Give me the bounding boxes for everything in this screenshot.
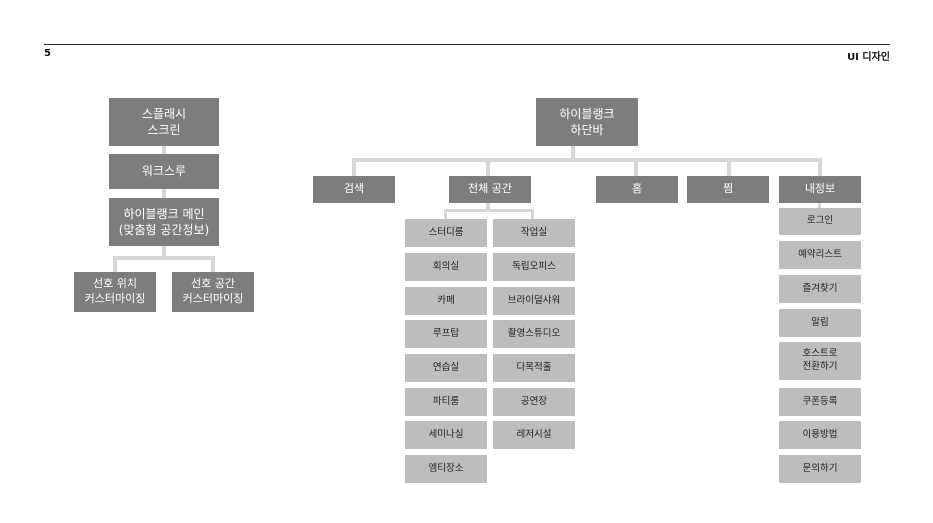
connector bbox=[352, 158, 822, 162]
connector bbox=[818, 203, 821, 208]
my-info-item-node: 쿠폰등록 bbox=[779, 388, 861, 416]
my-info-item-node: 예약리스트 bbox=[779, 241, 861, 269]
connector bbox=[634, 158, 638, 176]
connector bbox=[162, 189, 166, 198]
connector bbox=[352, 158, 356, 176]
space-node: 독립오피스 bbox=[493, 253, 575, 281]
space-node: 레저시설 bbox=[493, 421, 575, 449]
my-info-item-node: 알림 bbox=[779, 309, 861, 337]
space-node: 브라이덜샤워 bbox=[493, 287, 575, 315]
my-info-item-node: 문의하기 bbox=[779, 455, 861, 483]
tab-search-node: 검색 bbox=[313, 176, 395, 203]
connector bbox=[486, 158, 490, 176]
bottom-bar-node: 하이블랭크 하단바 bbox=[536, 98, 638, 146]
tab-home-node: 홈 bbox=[596, 176, 678, 203]
space-node: 파티룸 bbox=[405, 388, 487, 416]
walkthrough-node: 워크스루 bbox=[109, 154, 219, 189]
space-node: 스터디룸 bbox=[405, 219, 487, 247]
connector bbox=[727, 158, 731, 176]
space-node: 연습실 bbox=[405, 354, 487, 382]
my-info-item-node: 호스트로 전환하기 bbox=[779, 342, 861, 380]
header-rule bbox=[44, 44, 890, 45]
splash-screen-node: 스플래시 스크린 bbox=[109, 98, 219, 146]
custom-space-node: 선호 공간 커스터마이징 bbox=[172, 272, 254, 312]
connector bbox=[444, 209, 447, 219]
space-node: 회의실 bbox=[405, 253, 487, 281]
space-node: 카페 bbox=[405, 287, 487, 315]
my-info-item-node: 로그인 bbox=[779, 208, 861, 235]
connector bbox=[818, 158, 822, 176]
space-node: 촬영스튜디오 bbox=[493, 320, 575, 348]
tab-all-spaces-node: 전체 공간 bbox=[449, 176, 531, 203]
space-node: 다목적홀 bbox=[493, 354, 575, 382]
main-node: 하이블랭크 메인 (맞춤형 공간정보) bbox=[109, 198, 219, 246]
tab-favorites-node: 찜 bbox=[687, 176, 769, 203]
my-info-item-node: 즐겨찾기 bbox=[779, 275, 861, 303]
space-node: 작업실 bbox=[493, 219, 575, 247]
page-number: 5 bbox=[44, 48, 51, 59]
connector bbox=[211, 256, 215, 272]
connector bbox=[162, 146, 166, 154]
space-node: 세미나실 bbox=[405, 421, 487, 449]
connector bbox=[113, 256, 117, 272]
connector bbox=[113, 256, 214, 260]
connector bbox=[444, 209, 534, 212]
connector bbox=[162, 246, 166, 258]
custom-location-node: 선호 위치 커스터마이징 bbox=[74, 272, 156, 312]
my-info-item-node: 이용방법 bbox=[779, 421, 861, 449]
space-node: 엠티장소 bbox=[405, 455, 487, 483]
tab-my-info-node: 내정보 bbox=[779, 176, 861, 203]
space-node: 공연장 bbox=[493, 388, 575, 416]
connector bbox=[531, 209, 534, 219]
space-node: 루프탑 bbox=[405, 320, 487, 348]
connector bbox=[486, 203, 490, 211]
connector bbox=[571, 146, 575, 160]
page-title: UI 디자인 bbox=[847, 52, 890, 63]
